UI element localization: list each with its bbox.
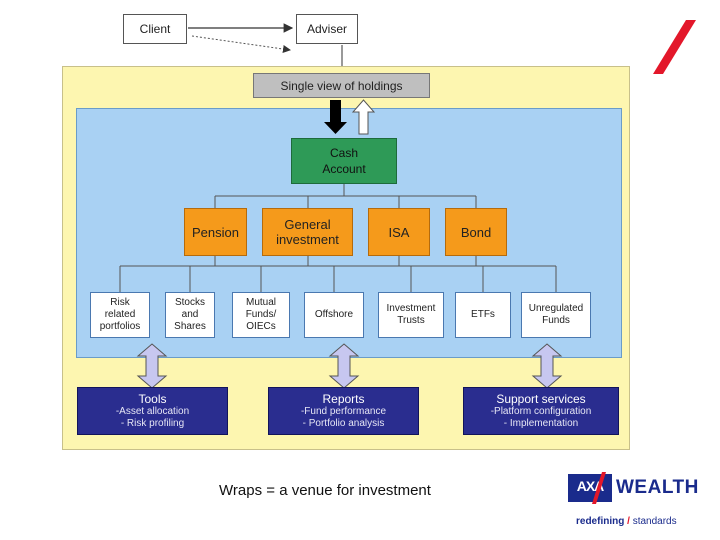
service-line: -Fund performance (300, 406, 387, 417)
adviser-label: Adviser (306, 22, 347, 36)
wrapper-pension: Pension (184, 208, 247, 256)
tagline-redefining: redefining (576, 516, 625, 527)
asset-etfs: ETFs (455, 292, 511, 338)
adviser-box: Adviser (296, 14, 358, 44)
service-support-box: Support services -Platform configuration… (463, 387, 619, 435)
wealth-word: WEALTH (616, 477, 699, 498)
wrapper-isa-label: ISA (388, 224, 410, 240)
axa-logo-mark (568, 474, 612, 502)
service-line: -Platform configuration (490, 406, 592, 417)
asset-offshore: Offshore (304, 292, 364, 338)
service-line: -Asset allocation (115, 406, 190, 417)
service-reports-box: Reports -Fund performance - Portfolio an… (268, 387, 419, 435)
wrapper-isa: ISA (368, 208, 430, 256)
wrapper-bond-label: Bond (460, 224, 492, 240)
service-title: Support services (496, 392, 586, 406)
down-arrow-black (324, 100, 347, 134)
client-box: Client (123, 14, 187, 44)
tagline-standards: standards (632, 516, 677, 527)
asset-stocks-and-shares: Stocks and Shares (165, 292, 215, 338)
tagline-slash-icon: / (627, 516, 630, 527)
axa-wealth-logo: AXA WEALTH redefining / standards (568, 468, 710, 530)
tools-double-arrow (136, 343, 168, 389)
asset-label: Offshore (314, 309, 354, 320)
cash-account-label: Cash Account (322, 146, 366, 176)
wrapper-tree-lines (119, 256, 557, 292)
asset-label: Mutual Funds/ OIECs (245, 297, 277, 332)
axa-logo-slash-icon (592, 472, 606, 504)
service-line: - Portfolio analysis (302, 418, 385, 429)
asset-investment-trusts: Investment Trusts (378, 292, 444, 338)
single-view-box: Single view of holdings (253, 73, 430, 98)
cash-account-box: Cash Account (291, 138, 397, 184)
asset-label: Investment Trusts (386, 303, 436, 326)
service-double-arrows (136, 343, 563, 389)
service-line: - Risk profiling (120, 418, 185, 429)
logo-tagline: redefining / standards (576, 516, 677, 527)
wrapper-pension-label: Pension (192, 224, 239, 240)
single-view-label: Single view of holdings (280, 78, 403, 93)
asset-mutual-funds-oiecs: Mutual Funds/ OIECs (232, 292, 290, 338)
asset-label: Stocks and Shares (174, 297, 206, 332)
diagram-caption: Wraps = a venue for investment (219, 482, 431, 499)
service-tools-box: Tools -Asset allocation - Risk profiling (77, 387, 228, 435)
asset-unregulated-funds: Unregulated Funds (521, 292, 591, 338)
asset-label: Unregulated Funds (528, 303, 584, 326)
client-label: Client (139, 22, 171, 36)
axa-slash-decoration (653, 20, 696, 74)
up-arrow-white (351, 99, 376, 135)
service-line: - Implementation (503, 418, 579, 429)
asset-label: Risk related portfolios (99, 297, 141, 332)
asset-risk-related-portfolios: Risk related portfolios (90, 292, 150, 338)
client-dotted-arrow (191, 35, 291, 53)
cash-tree-lines (214, 184, 477, 208)
reports-double-arrow (328, 343, 360, 389)
wrapper-general-investment: General investment (262, 208, 353, 256)
asset-label: ETFs (471, 309, 495, 320)
support-double-arrow (531, 343, 563, 389)
service-title: Tools (138, 392, 167, 406)
wrapper-general-investment-label: General investment (276, 217, 339, 247)
service-title: Reports (322, 392, 365, 406)
wrapper-bond: Bond (445, 208, 507, 256)
